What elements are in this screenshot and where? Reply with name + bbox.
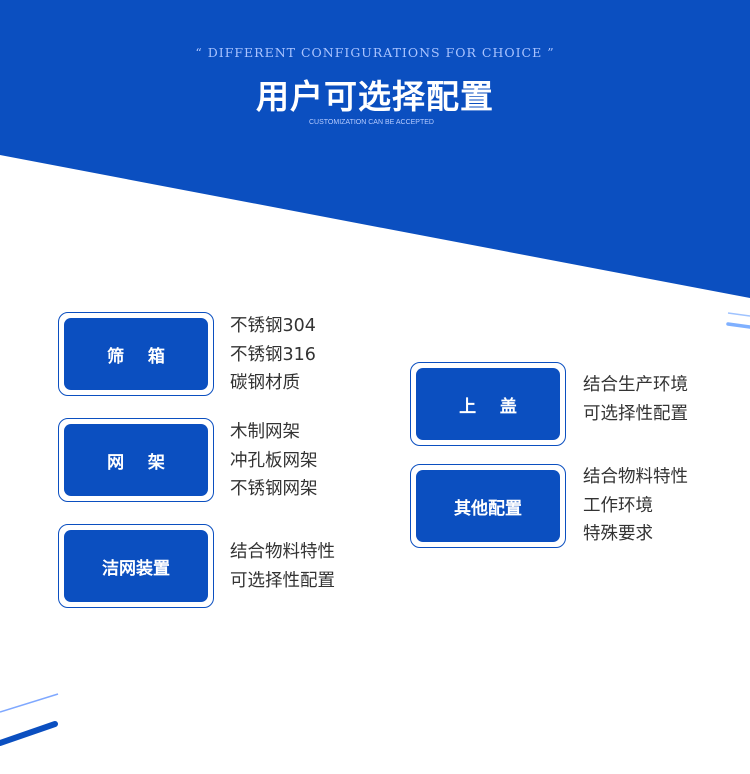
config-box-top-cover[interactable]: 上 盖 (410, 362, 566, 446)
desc-line: 碳钢材质 (230, 373, 300, 393)
blue-diagonal-band (0, 0, 750, 298)
config-desc-mesh-frame: 木制网架 冲孔板网架 不锈钢网架 (230, 418, 318, 504)
desc-line: 不锈钢316 (230, 344, 316, 365)
config-desc-mesh-cleaning: 结合物料特性 可选择性配置 (230, 538, 335, 595)
desc-line: 特殊要求 (583, 524, 653, 544)
page-subtitle: CUSTOMIZATION CAN BE ACCEPTED (309, 119, 434, 126)
desc-line: 木制网架 (230, 422, 300, 442)
config-desc-other: 结合物料特性 工作环境 特殊要求 (583, 463, 688, 549)
desc-line: 不锈钢304 (230, 316, 316, 336)
config-box-mesh-frame[interactable]: 网 架 (58, 418, 214, 502)
desc-line: 可选择性配置 (583, 403, 688, 424)
page-title: 用户可选择配置 (256, 77, 494, 116)
left-stripe-thin (0, 693, 59, 713)
config-label-mesh-cleaning: 洁网装置 (64, 530, 208, 602)
right-stripe-thick (726, 322, 750, 329)
desc-line: 工作环境 (583, 495, 653, 516)
config-desc-screen-box: 不锈钢304 不锈钢316 碳钢材质 (230, 312, 316, 398)
config-label-top-cover: 上 盖 (416, 368, 560, 440)
config-label-other: 其他配置 (416, 470, 560, 542)
desc-line: 结合物料特性 (230, 542, 335, 562)
config-label-screen-box: 筛 箱 (64, 318, 208, 390)
config-box-screen-box[interactable]: 筛 箱 (58, 312, 214, 396)
config-desc-top-cover: 结合生产环境 可选择性配置 (583, 371, 688, 428)
config-box-other[interactable]: 其他配置 (410, 464, 566, 548)
right-stripe-thin (727, 312, 750, 317)
desc-line: 结合物料特性 (583, 467, 688, 487)
desc-line: 可选择性配置 (230, 570, 335, 591)
eyebrow-text: “ DIFFERENT CONFIGURATIONS FOR CHOICE ” (195, 45, 555, 60)
left-stripe-thick (0, 721, 58, 746)
config-label-mesh-frame: 网 架 (64, 424, 208, 496)
desc-line: 不锈钢网架 (230, 479, 318, 499)
desc-line: 结合生产环境 (583, 375, 688, 395)
desc-line: 冲孔板网架 (230, 450, 318, 471)
config-box-mesh-cleaning[interactable]: 洁网装置 (58, 524, 214, 608)
